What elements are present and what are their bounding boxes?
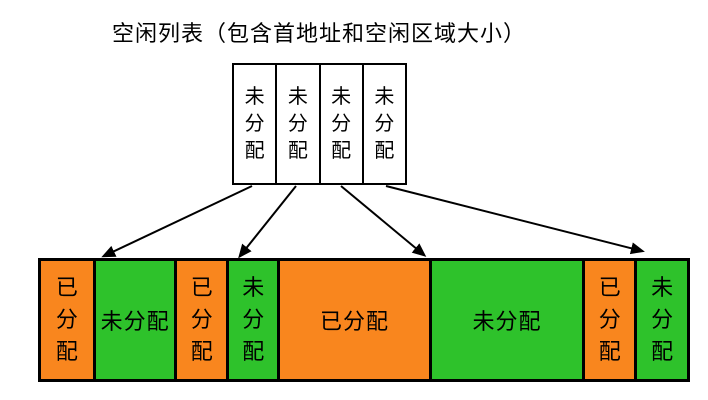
memory-segment: 已分配 <box>280 261 432 379</box>
memory-segment-label: 未分配 <box>472 309 542 334</box>
memory-bar: 已分配 未分配 已分配 未分配 已分配 未分配 已分配 未分配 <box>38 258 690 382</box>
pointer-arrow <box>238 185 297 259</box>
memory-segment: 未分配 <box>431 261 586 379</box>
free-list-cell-label: 未分配 <box>287 85 308 162</box>
pointer-arrow <box>340 185 427 257</box>
free-list-cell: 未分配 <box>234 65 278 183</box>
memory-segment: 已分配 <box>585 261 638 379</box>
memory-segment: 未分配 <box>637 261 687 379</box>
memory-segment-label: 已分配 <box>55 275 78 364</box>
memory-segment-label: 已分配 <box>190 275 213 364</box>
memory-segment: 未分配 <box>95 261 178 379</box>
memory-segment: 已分配 <box>177 261 230 379</box>
free-list-cell-label: 未分配 <box>331 85 352 162</box>
diagram-title: 空闲列表（包含首地址和空闲区域大小） <box>112 21 527 46</box>
pointer-arrow <box>385 185 645 255</box>
free-list-cell: 未分配 <box>321 65 364 183</box>
memory-segment-label: 已分配 <box>598 275 621 364</box>
free-list-cell: 未分配 <box>277 65 321 183</box>
free-list-cell-label: 未分配 <box>374 85 395 162</box>
free-list-box: 未分配 未分配 未分配 未分配 <box>232 63 407 185</box>
memory-segment-label: 未分配 <box>651 275 674 364</box>
pointer-arrow <box>101 185 253 258</box>
free-list-cell-label: 未分配 <box>244 85 265 162</box>
memory-segment: 未分配 <box>229 261 281 379</box>
memory-segment-label: 未分配 <box>242 275 265 364</box>
free-list-cell: 未分配 <box>364 65 405 183</box>
memory-segment-label: 未分配 <box>100 309 170 334</box>
memory-segment-label: 已分配 <box>319 309 389 334</box>
memory-segment: 已分配 <box>41 261 96 379</box>
